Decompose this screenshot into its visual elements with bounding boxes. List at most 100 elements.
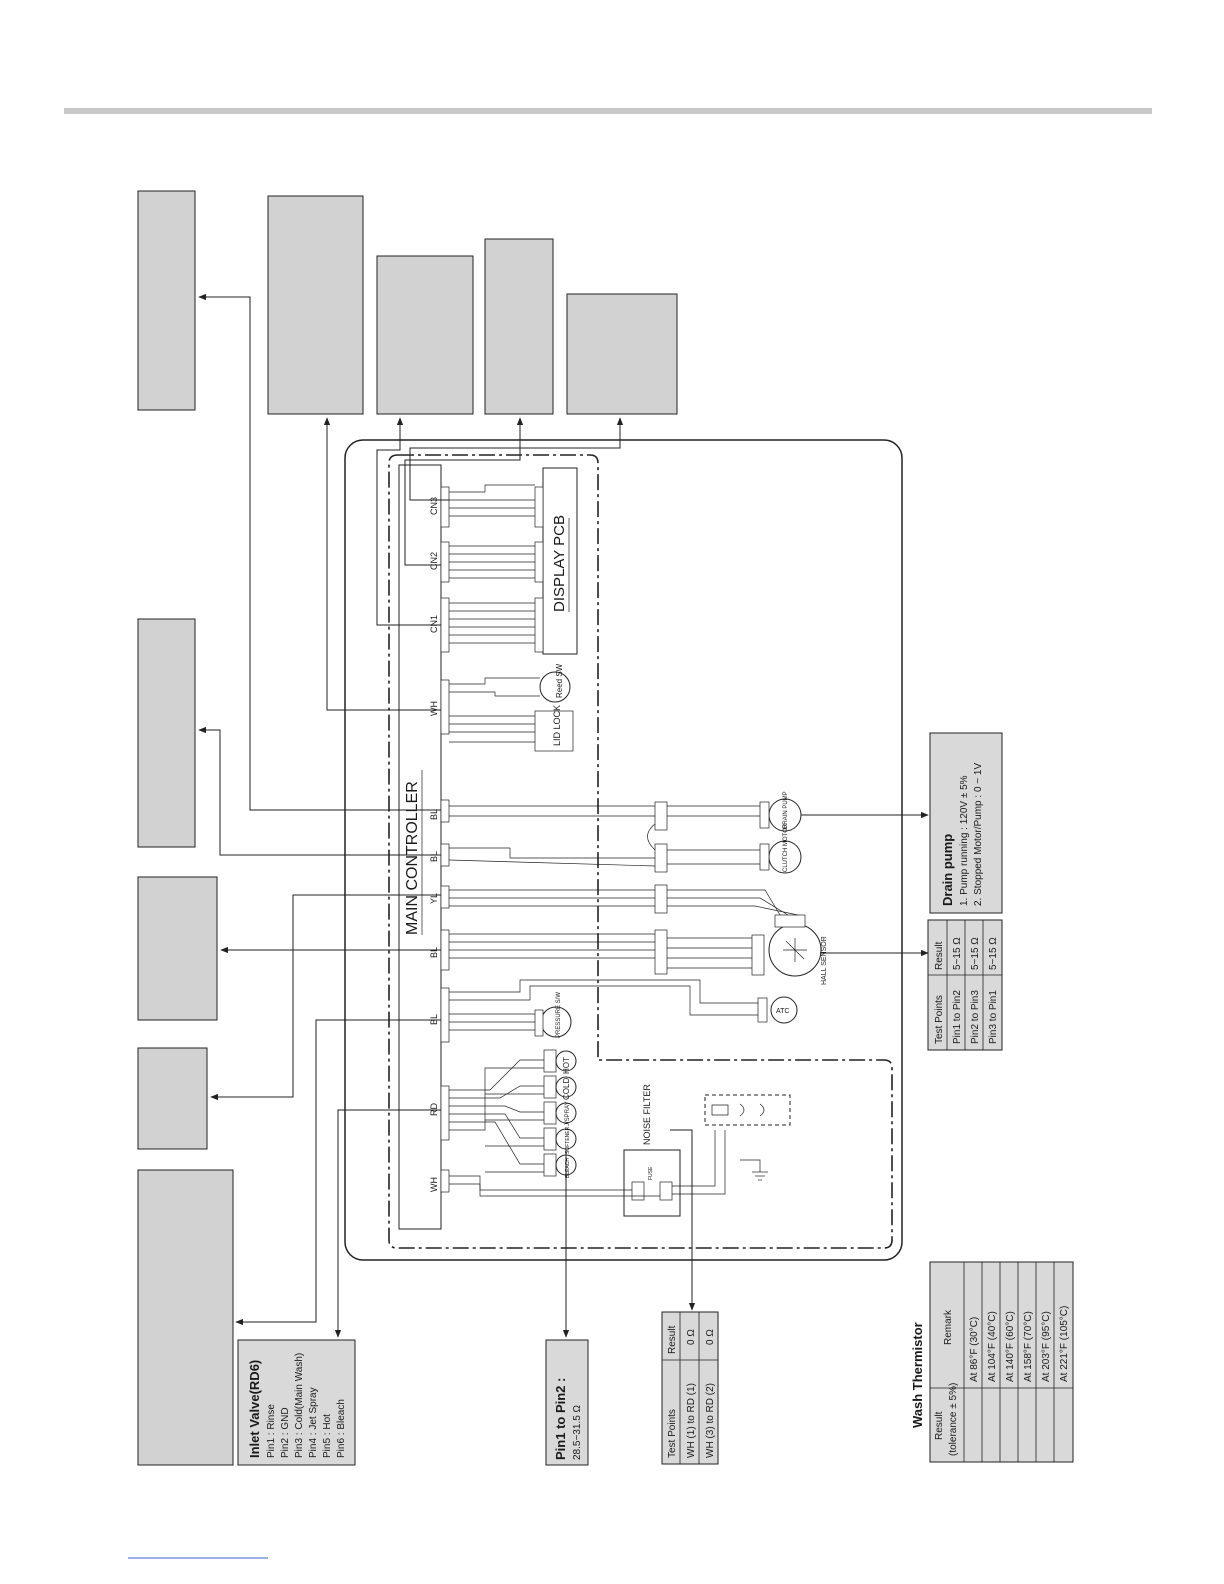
pressure-pin-block	[534, 1009, 544, 1037]
noise-table-header-points: Test Points	[667, 1409, 678, 1458]
valve-coils	[543, 1049, 577, 1177]
valve-label-softener: SOFTENER	[565, 1126, 571, 1154]
motor-winding	[783, 938, 807, 962]
thermistor-header-tolerance: (tolerance ± 5%)	[948, 1383, 959, 1456]
inlet-valve-pin2: Pin2 : GND	[280, 1407, 291, 1458]
placeholder-box-6	[137, 618, 196, 848]
atc-pin-block	[757, 997, 768, 1023]
hall-table-row2-result: 5~15 Ω	[970, 937, 981, 970]
placeholder-box-3	[376, 255, 474, 415]
noise-filter-table	[661, 1311, 719, 1465]
placeholder-box-9	[137, 1169, 234, 1466]
motor-top-connector	[774, 914, 806, 928]
atc-label: ATC	[776, 1008, 789, 1015]
noise-table-row1-points: WH (1) to RD (1)	[686, 1383, 697, 1458]
placeholder-box-7	[137, 876, 218, 1021]
valve-label-hot: HOT	[562, 1057, 571, 1074]
fuse-label: FUSE	[648, 1166, 654, 1180]
drain-mid-connector	[654, 801, 668, 831]
thermistor-row1: At 86°F (30°C)	[969, 1317, 980, 1382]
hall-table-row2-points: Pin2 to Pin3	[970, 990, 981, 1044]
motor-mid-connector	[654, 884, 668, 914]
display-ribbon-wires	[449, 484, 535, 644]
valve-label-cold: COLD	[562, 1078, 571, 1100]
pressure-sw-label: PRESSURE S/W	[556, 992, 562, 1038]
power-wires	[449, 1130, 768, 1197]
placeholder-box-8	[137, 1047, 208, 1150]
top-leader-wires	[198, 293, 929, 1338]
pressure-wires	[449, 1013, 535, 1031]
drain-pin-block	[759, 801, 770, 829]
atc-wires	[449, 979, 758, 1016]
valve-label-spray: J/SPRAY	[565, 1101, 571, 1126]
connector-yl-motor-label: YL	[429, 893, 439, 904]
hall-table-header-points: Test Points	[934, 995, 945, 1044]
drain-pump-label: DRAIN PUMP	[783, 791, 789, 829]
clutch-motor-label: CLUTCH MOTOR	[783, 823, 789, 872]
thermistor-row4: At 158°F (70°C)	[1023, 1311, 1034, 1382]
inlet-valve-pin3: Pin3 : Cold(Main Wash)	[294, 1353, 305, 1458]
wash-thermistor-table	[929, 1261, 1074, 1463]
connector-cn2-label: CN2	[429, 552, 439, 570]
drain-pump-title: Drain pump	[940, 834, 955, 906]
lid-lock-label: LID LOCK	[552, 705, 562, 746]
atc-symbol	[770, 996, 798, 1024]
inlet-valve-pin5: Pin5 : Hot	[322, 1414, 333, 1458]
placeholder-box-2	[267, 195, 364, 415]
valve-wires	[449, 1059, 544, 1173]
connector-bl-clutch-label: BL	[429, 851, 439, 862]
hall-sensor-label: HALL SENSOR	[821, 936, 828, 985]
clutch-mid-connector	[654, 843, 668, 873]
drain-pump-box	[929, 732, 1003, 914]
thermistor-header-result: Result	[934, 1411, 945, 1440]
inlet-valve-pin4: Pin4 : Jet Spray	[308, 1387, 319, 1458]
noise-table-row2-result: 0 Ω	[705, 1329, 716, 1345]
hall-pin-block	[751, 934, 765, 976]
valve-label-bleach: BLEACH	[565, 1158, 571, 1178]
noise-table-row1-result: 0 Ω	[686, 1329, 697, 1345]
hall-table-row3-points: Pin3 to Pin1	[988, 990, 999, 1044]
power-plug-icon	[711, 1103, 765, 1117]
washer-enclosure	[344, 439, 903, 1261]
header-bar	[64, 108, 1152, 114]
hall-sensor-table	[927, 919, 1003, 1051]
hall-table-header-result: Result	[934, 941, 945, 970]
connector-bl-drain-label: BL	[429, 809, 439, 820]
drain-pump-line2: 2. Stopped Motor/Pump : 0 ~ 1V	[973, 763, 984, 906]
inlet-valve-pin6: Pin6 : Bleach	[336, 1399, 347, 1458]
connector-bl-hall-label: BL	[429, 947, 439, 958]
hall-table-row1-result: 5~15 Ω	[952, 937, 963, 970]
hall-table-row1-points: Pin1 to Pin2	[952, 990, 963, 1044]
reed-sw-symbol	[539, 671, 571, 703]
connector-cn3-label: CN3	[429, 497, 439, 515]
hall-table-row3-result: 5~15 Ω	[988, 937, 999, 970]
thermistor-row3: At 140°F (60°C)	[1005, 1311, 1016, 1382]
inlet-valve-title: Inlet Valve(RD6)	[247, 1360, 262, 1458]
drain-pump-line1: 1. Pump running : 120V ± 5%	[959, 775, 970, 906]
placeholder-box-1	[137, 190, 196, 411]
connector-rd-valve-label: RD	[429, 1103, 439, 1116]
noise-table-header-result: Result	[667, 1325, 678, 1354]
connector-bl-pressure-label: BL	[429, 1014, 439, 1025]
lid-wires	[449, 677, 540, 743]
reed-sw-label: Reed SW	[555, 663, 564, 698]
pin-resistance-box	[545, 1339, 589, 1466]
main-controller-label: MAIN CONTROLLER	[404, 781, 421, 935]
connector-wh-power-label: WH	[429, 1177, 439, 1192]
filter-pin-wh	[659, 1181, 673, 1201]
placeholder-box-4	[484, 238, 554, 415]
connector-blocks	[440, 486, 544, 1193]
placeholder-box-5	[566, 293, 678, 415]
noise-table-row2-points: WH (3) to RD (2)	[705, 1383, 716, 1458]
thermistor-row2: At 104°F (40°C)	[987, 1311, 998, 1382]
motor-hall-wires	[449, 889, 799, 969]
thermistor-row6: At 221°F (105°C)	[1059, 1306, 1070, 1382]
connector-cn1-label: CN1	[429, 615, 439, 633]
wash-thermistor-title: Wash Thermistor	[910, 1322, 925, 1428]
thermistor-row5: At 203°F (95°C)	[1041, 1311, 1052, 1382]
thermistor-header-remark: Remark	[943, 1309, 954, 1345]
noise-filter-label: NOISE FILTER	[642, 1084, 652, 1145]
hall-mid-connector	[654, 929, 668, 975]
power-plug-box	[704, 1094, 791, 1126]
lid-lock-box	[534, 710, 574, 752]
